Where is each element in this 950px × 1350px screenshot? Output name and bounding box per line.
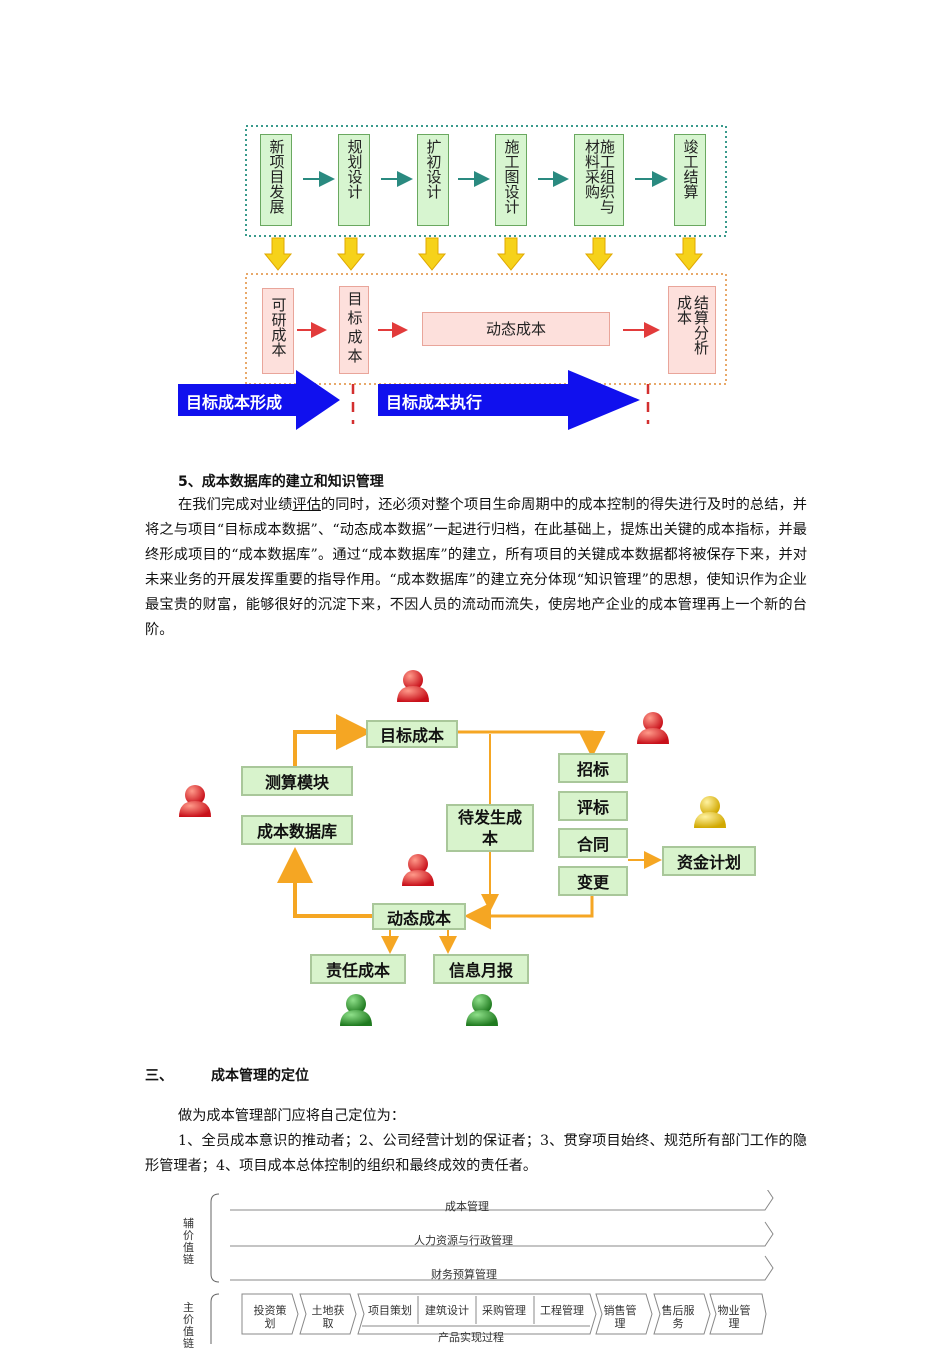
aux-bar-cost-management: 成本管理 xyxy=(445,1200,489,1213)
aux-chain-label: 辅价值链 xyxy=(183,1218,197,1266)
cost-management-flow-diagram: 目标成本 测算模块 成本数据库 待发生成本 招标 评标 合同 变更 资金计划 动… xyxy=(0,660,950,1040)
step-planning-design: 规划设计 xyxy=(338,134,370,226)
node-dynamic-cost: 动态成本 xyxy=(372,903,466,930)
step-preliminary-design: 扩初设计 xyxy=(417,134,449,226)
node-fund-plan: 资金计划 xyxy=(662,846,756,876)
aux-bar-finance-budget: 财务预算管理 xyxy=(431,1268,497,1281)
person-icon xyxy=(694,796,726,828)
node-estimate-module: 测算模块 xyxy=(241,766,353,796)
cost-label: 动态成本 xyxy=(485,319,546,338)
node-bidding: 招标 xyxy=(558,753,628,783)
product-process-label: 产品实现过程 xyxy=(438,1331,504,1344)
cost-label: 结算分析成本 xyxy=(675,295,710,355)
cost-dynamic: 动态成本 xyxy=(422,312,610,346)
step-label: 扩初设计 xyxy=(424,139,443,199)
arrow-label-target-formation: 目标成本形成 xyxy=(186,393,283,412)
pending-cost-label: 待发生成本 xyxy=(458,808,523,848)
cost-settlement-analysis: 结算分析成本 xyxy=(668,286,716,374)
evaluation-link[interactable]: 评估 xyxy=(292,497,321,513)
main-step-sales: 销售管理 xyxy=(603,1304,637,1330)
aux-chain-text: 辅价值链 xyxy=(183,1217,194,1266)
node-contract: 合同 xyxy=(558,828,628,858)
cost-label: 可研成本 xyxy=(269,297,288,357)
step-label: 施工图设计 xyxy=(502,139,521,214)
step-construction-drawings: 施工图设计 xyxy=(495,134,527,226)
person-icon xyxy=(397,670,429,702)
person-icon xyxy=(179,785,211,817)
node-cost-database: 成本数据库 xyxy=(241,815,353,845)
cost-feasibility: 可研成本 xyxy=(262,288,294,374)
value-chain-lines xyxy=(210,1190,774,1344)
para-text-start: 在我们完成对业绩 xyxy=(178,497,293,513)
main-step-investment-planning: 投资策划 xyxy=(253,1304,287,1330)
person-icon xyxy=(466,994,498,1026)
section3-heading: 成本管理的定位 xyxy=(211,1068,309,1084)
step-label: 规划设计 xyxy=(345,139,364,199)
section3-body: 做为成本管理部门应将自己定位为： 1、全员成本意识的推动者；2、公司经营计划的保… xyxy=(145,1104,807,1179)
step-new-project: 新项目发展 xyxy=(260,134,292,226)
value-chain-diagram: 辅价值链 主价值链 成本管理 人力资源与行政管理 财务预算管理 投资策划 土地获… xyxy=(0,1190,950,1350)
section5-paragraph: 在我们完成对业绩评估的同时，还必须对整个项目生命周期中的成本控制的得失进行及时的… xyxy=(145,493,807,643)
step-label: 新项目发展 xyxy=(267,139,286,214)
person-icon xyxy=(402,854,434,886)
main-step-property-management: 物业管理 xyxy=(717,1304,751,1330)
node-change: 变更 xyxy=(558,866,628,896)
node-responsibility-cost: 责任成本 xyxy=(310,954,406,984)
diagram2-connectors xyxy=(179,670,726,1026)
section3-roles: 1、全员成本意识的推动者；2、公司经营计划的保证者；3、贯穿项目始终、规范所有部… xyxy=(145,1133,807,1174)
main-step-procurement: 采购管理 xyxy=(482,1303,526,1317)
main-step-project-planning: 项目策划 xyxy=(368,1303,412,1317)
main-step-land-acquisition: 土地获取 xyxy=(311,1304,345,1330)
person-icon xyxy=(637,712,669,744)
node-monthly-report: 信息月报 xyxy=(433,954,529,984)
node-pending-cost: 待发生成本 xyxy=(446,804,534,852)
para-text-rest: 的同时，还必须对整个项目生命周期中的成本控制的得失进行及时的总结，并将之与项目“… xyxy=(145,497,808,638)
main-step-engineering: 工程管理 xyxy=(540,1303,584,1317)
main-step-after-sales: 售后服务 xyxy=(661,1304,695,1330)
main-chain-label: 主价值链 xyxy=(183,1302,197,1350)
cost-target: 目标成本 xyxy=(339,286,369,374)
main-step-architectural-design: 建筑设计 xyxy=(425,1303,469,1317)
node-bid-evaluation: 评标 xyxy=(558,791,628,821)
section3-intro: 做为成本管理部门应将自己定位为： xyxy=(178,1108,406,1124)
step-completion-settlement: 竣工结算 xyxy=(674,134,706,226)
section3-number: 三、 xyxy=(145,1068,173,1084)
cost-lifecycle-diagram: 新项目发展 规划设计 扩初设计 施工图设计 施工组织与材料采购 竣工结算 可研成… xyxy=(0,0,950,440)
section5-heading: 5、成本数据库的建立和知识管理 xyxy=(178,474,384,490)
main-chain-text: 主价值链 xyxy=(183,1301,194,1350)
node-target-cost: 目标成本 xyxy=(366,720,458,748)
step-label: 竣工结算 xyxy=(681,139,700,199)
cost-label: 目标成本 xyxy=(345,291,364,367)
arrow-label-target-execution: 目标成本执行 xyxy=(386,393,483,412)
step-construction-procurement: 施工组织与材料采购 xyxy=(574,134,624,226)
person-icon xyxy=(340,994,372,1026)
step-label: 施工组织与材料采购 xyxy=(583,139,616,214)
diagram1-connectors xyxy=(178,125,727,430)
aux-bar-hr-admin: 人力资源与行政管理 xyxy=(414,1234,513,1247)
